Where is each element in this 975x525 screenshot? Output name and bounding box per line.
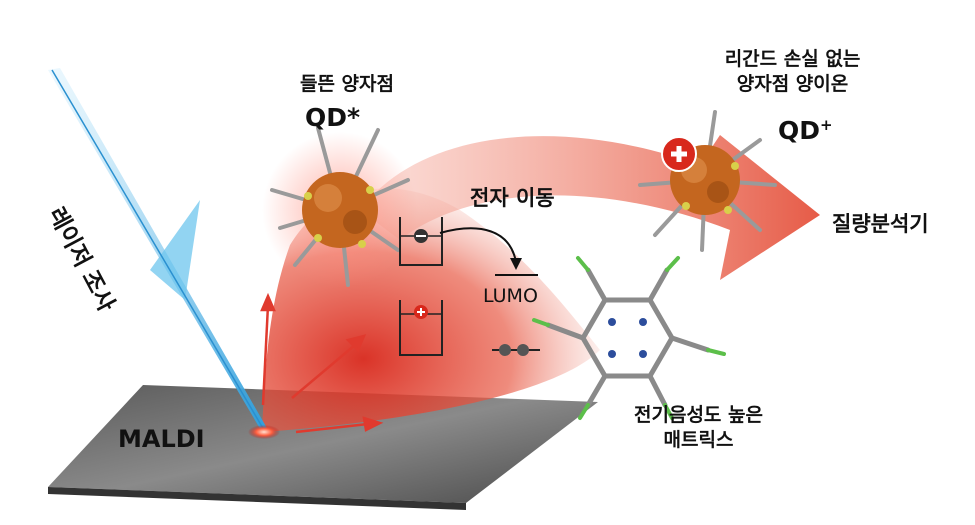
qd-energy-box-top [399,217,443,266]
excited-qd-label: 들뜬 양자점 [299,73,394,95]
maldi-plate [48,385,598,510]
lossless-cation-label-line2: 양자점 양이온 [736,73,849,95]
matrix-fluorine-atoms [532,256,726,420]
electron-transfer-arrowhead [510,258,522,270]
qd-star-label: QD* [305,103,361,132]
lossless-cation-label-line1: 리간드 손실 없는 [724,48,861,70]
matrix-label-line2: 매트릭스 [663,429,734,451]
mass-spectrometer-label: 질량분석기 [832,212,929,236]
matrix-label-line1: 전기음성도 높은 [634,404,763,426]
positive-charge-badge [661,136,697,172]
ion-arrows [260,292,384,434]
electron-transfer-arrow [439,227,517,263]
qd-energy-box-bottom [399,300,443,356]
laser-beam [48,68,268,432]
excited-quantum-dot [262,126,418,288]
matrix-nitrogen-atoms [608,318,647,358]
qd-plus-label: QD+ [778,116,833,145]
matrix-molecule [545,267,711,408]
qd-plus-superscript: + [820,116,833,134]
qd-plus-base: QD [778,116,821,145]
matrix-electron-pair [492,344,540,356]
lumo-label: LUMO [483,285,538,307]
laser-spot [248,425,280,439]
electron-transfer-label: 전자 이동 [470,186,555,210]
maldi-label: MALDI [118,425,205,453]
